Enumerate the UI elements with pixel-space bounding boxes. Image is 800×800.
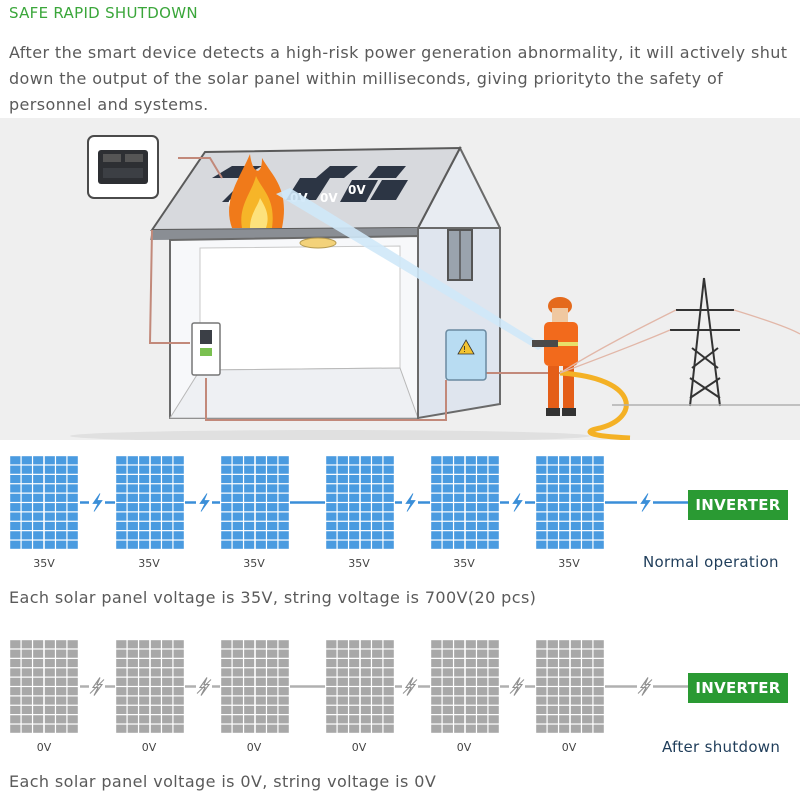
panel-voltage: 35V [33,557,55,570]
panel-strings [9,455,688,734]
panel-voltage: 35V [243,557,265,570]
firefighter-icon [532,297,578,416]
panel-voltage: 0V [351,741,367,754]
lightning-icon [402,493,418,512]
panel-voltage: 35V [453,557,475,570]
broken-lightning-icon [196,677,212,696]
roof-voltage: 0V [348,183,366,197]
panel-voltage: 0V [561,741,577,754]
lightning-icon [637,493,653,512]
wiring [148,157,560,421]
description: After the smart device detects a high-ri… [9,43,788,114]
broken-lightning-icon [89,677,105,696]
fire-icon [229,154,284,228]
inverter-unit-icon [191,322,221,376]
status-shutdown: After shutdown [662,738,781,756]
solar-panel [220,639,290,734]
power-tower-icon [670,277,740,407]
panel-voltage: 35V [558,557,580,570]
lightning-icon [89,493,105,512]
page-title: SAFE RAPID SHUTDOWN [9,4,198,22]
solar-panel [535,455,605,550]
broken-lightning-icon [402,677,418,696]
solar-panel [9,455,79,550]
caption-normal: Each solar panel voltage is 35V, string … [9,588,537,607]
solar-panel [430,455,500,550]
water-spray [276,188,545,350]
hose [559,370,631,440]
solar-panel [325,639,395,734]
solar-panel [115,455,185,550]
panel-voltage: 0V [456,741,472,754]
panel-voltage: 35V [138,557,160,570]
string-diagram: 35V 35V 35V 35V 35V 35V INVERTER Normal … [0,440,800,800]
inverter-label: INVERTER [688,673,788,703]
solar-panel [430,639,500,734]
shutdown-device-icon [87,135,159,199]
panel-voltage: 0V [141,741,157,754]
broken-lightning-icon [637,677,653,696]
panel-voltage: 0V [36,741,52,754]
house-scene: 0V 0V 0V 0V ! [0,118,800,440]
electrical-box-icon: ! [445,329,487,381]
solar-panel [9,639,79,734]
panel-voltage: 0V [246,741,262,754]
lightning-icon [196,493,212,512]
status-normal: Normal operation [643,553,779,571]
panel-voltage: 35V [348,557,370,570]
inverter-label: INVERTER [688,490,788,520]
house-icon [150,145,501,420]
power-lines [559,309,800,374]
caption-shutdown: Each solar panel voltage is 0V, string v… [9,772,437,791]
broken-lightning-icon [509,677,525,696]
roof-voltage: 0V [320,191,338,205]
solar-panel [535,639,605,734]
svg-text:!: ! [463,345,466,354]
lightning-icon [509,493,525,512]
solar-panel [115,639,185,734]
solar-panel [325,455,395,550]
solar-panel [220,455,290,550]
